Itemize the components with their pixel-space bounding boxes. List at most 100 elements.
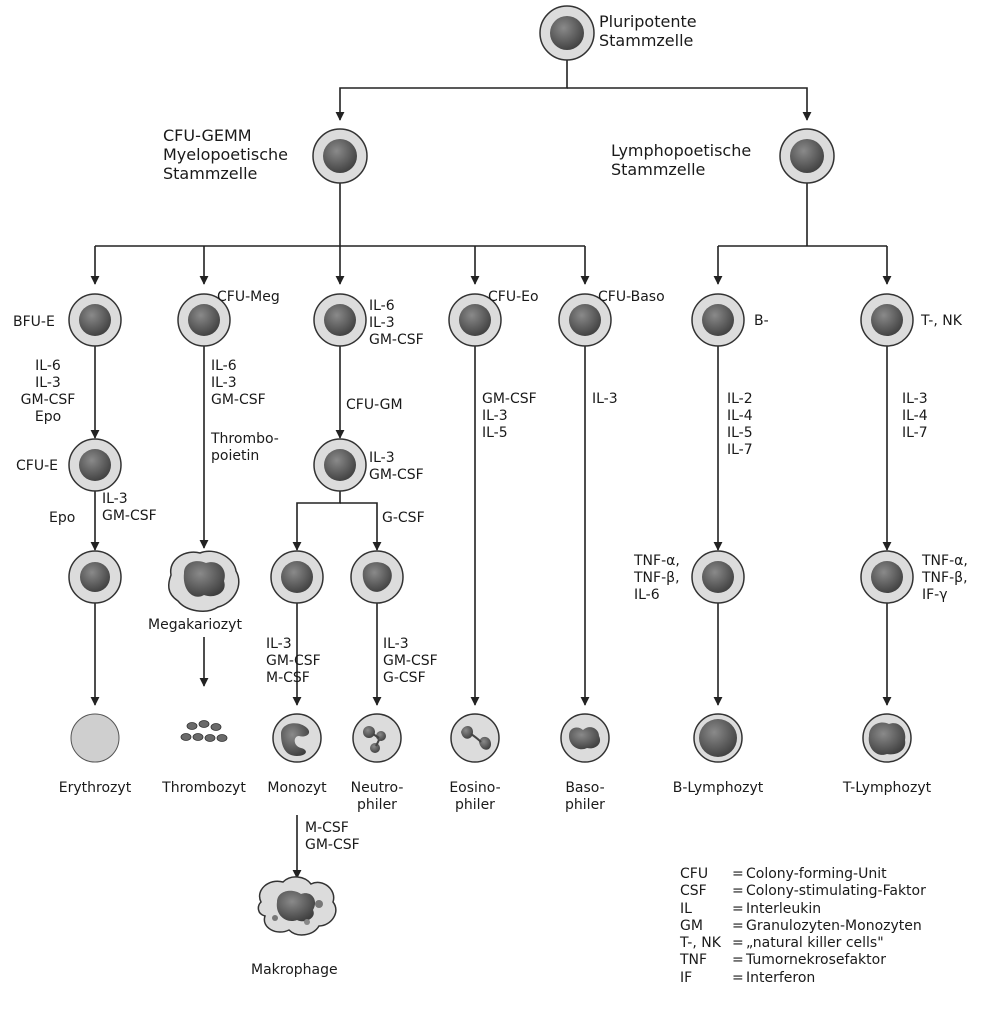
cfue-factors: IL-3 GM-CSF <box>102 491 157 524</box>
b-arrow-factors: IL-2 IL-4 IL-5 IL-7 <box>727 391 753 458</box>
tnk-prec-cell <box>860 293 914 347</box>
legend-text: Granulozyten-Monozyten <box>746 917 922 934</box>
legend-abbr: CFU <box>680 866 709 882</box>
t-tnf-factors: TNF-α, TNF-β, IF-γ <box>922 553 968 603</box>
b-lymphozyt-label: B-Lymphozyt <box>672 780 764 796</box>
legend-text: Interleukin <box>746 900 822 917</box>
makrophage-label: Makrophage <box>251 962 338 978</box>
mono-prec-cell <box>270 550 324 604</box>
gm-prec-cell <box>313 293 367 347</box>
legend-eq: = <box>732 935 744 952</box>
gm-prec-factors: IL-6 IL-3 GM-CSF <box>369 298 424 348</box>
cells <box>68 5 914 936</box>
legend-abbr: CSF <box>680 883 707 900</box>
lympho-stem-cell <box>779 128 835 184</box>
neutro-prec-cell <box>350 550 404 604</box>
eosinophiler-cell <box>450 713 500 763</box>
erythrozyt-cell <box>70 713 120 763</box>
arrow-to-lympho <box>567 87 812 121</box>
myelo-label: CFU-GEMM Myelopoetische Stammzelle <box>163 126 288 183</box>
erythrozyt-label: Erythrozyt <box>58 780 132 796</box>
gcsf-label: G-CSF <box>382 510 425 526</box>
cfue-label: CFU-E <box>16 458 58 474</box>
makro-factors: M-CSF GM-CSF <box>305 820 360 853</box>
legend-row: CSF =Colony-stimulating-Faktor <box>680 883 926 900</box>
legend-eq: = <box>732 883 744 900</box>
cfue-epo-label: Epo <box>49 510 76 526</box>
legend: CFU=Colony-forming-Unit CSF=Colony-stimu… <box>680 866 926 987</box>
connector-lines <box>90 60 892 879</box>
cfugm-label: CFU-GM <box>346 397 403 413</box>
t-arrow-factors: IL-3 IL-4 IL-7 <box>902 391 928 441</box>
legend-row: T-, NK =„natural killer cells" <box>680 935 926 952</box>
megakariozyt-label: Megakariozyt <box>148 617 242 633</box>
myelo-stem-cell <box>312 128 368 184</box>
b-prec-cell <box>691 293 745 347</box>
mono-factors: IL-3 GM-CSF M-CSF <box>266 636 321 686</box>
legend-row: CFU =Colony-forming-Unit <box>680 866 926 883</box>
cfumeg-cell <box>177 293 231 347</box>
legend-text: Colony-forming-Unit <box>746 866 887 882</box>
bfue-label: BFU-E <box>13 314 55 330</box>
basophiler-label: Baso- philer <box>565 780 605 813</box>
arrow-to-myelo <box>335 60 568 121</box>
arrow-to-mono-prec <box>292 488 341 551</box>
legend-eq: = <box>732 969 744 986</box>
b-prec-label: B- <box>754 313 769 329</box>
neutrophiler-label: Neutro- philer <box>350 780 404 813</box>
legend-abbr: TNF <box>680 952 708 969</box>
thrombozyt-label: Thrombozyt <box>162 780 246 796</box>
t-lymphozyt-label: T-Lymphozyt <box>842 780 932 796</box>
neutrophiler-cell <box>352 713 402 763</box>
t-lymphozyt-cell <box>862 713 912 763</box>
makrophage-cell <box>257 876 337 936</box>
neutro-factors: IL-3 GM-CSF G-CSF <box>383 636 438 686</box>
baso-factors: IL-3 <box>592 391 618 407</box>
monozyt-cell <box>272 713 322 763</box>
legend-eq: = <box>732 900 744 917</box>
legend-text: Interferon <box>746 969 816 986</box>
legend-row: TNF =Tumornekrosefaktor <box>680 952 926 969</box>
cfugm-cell <box>313 438 367 492</box>
legend-row: GM =Granulozyten-Monozyten <box>680 918 926 935</box>
tnk-prec-label: T-, NK <box>921 313 962 329</box>
b-tnf-factors: TNF-α, TNF-β, IL-6 <box>634 553 680 603</box>
eosinophiler-label: Eosino- philer <box>449 780 501 813</box>
cfubaso-cell <box>558 293 612 347</box>
lympho-label: Lymphopoetische Stammzelle <box>611 141 752 179</box>
legend-text: Colony-stimulating-Faktor <box>746 883 926 900</box>
thrombopoietin-label: Thrombo- poietin <box>211 431 279 464</box>
legend-abbr: IF <box>680 969 693 986</box>
megakariozyt-cell <box>167 550 240 613</box>
legend-abbr: IL <box>680 900 692 917</box>
bfue-cell <box>68 293 122 347</box>
normoblast-cell <box>68 550 122 604</box>
legend-text: Tumornekrosefaktor <box>746 952 886 969</box>
legend-text: „natural killer cells" <box>746 935 884 952</box>
cfue-cell <box>68 438 122 492</box>
cfubaso-label: CFU-Baso <box>598 289 665 305</box>
bfue-cfue-factors: IL-6 IL-3 GM-CSF Epo <box>20 358 76 425</box>
legend-eq: = <box>732 917 744 934</box>
stem-label: Pluripotente Stammzelle <box>599 12 697 50</box>
legend-row: IL =Interleukin <box>680 901 926 918</box>
cfueo-label: CFU-Eo <box>488 289 539 305</box>
legend-abbr: T-, NK <box>680 935 721 952</box>
basophiler-cell <box>560 713 610 763</box>
stem-cell <box>539 5 595 61</box>
meg-factors: IL-6 IL-3 GM-CSF <box>211 358 266 408</box>
t-blast-cell <box>860 550 914 604</box>
arrow-to-neutro-prec <box>340 502 382 551</box>
cfueo-cell <box>448 293 502 347</box>
b-lymphozyt-cell <box>693 713 743 763</box>
legend-eq: = <box>732 952 744 969</box>
cfumeg-label: CFU-Meg <box>217 289 280 305</box>
legend-abbr: GM <box>680 917 703 934</box>
legend-row: IF =Interferon <box>680 970 926 987</box>
legend-eq: = <box>732 866 744 882</box>
eo-factors: GM-CSF IL-3 IL-5 <box>482 391 537 441</box>
cfugm-cell-factors: IL-3 GM-CSF <box>369 450 424 483</box>
monozyt-label: Monozyt <box>267 780 327 796</box>
b-blast-cell <box>691 550 745 604</box>
